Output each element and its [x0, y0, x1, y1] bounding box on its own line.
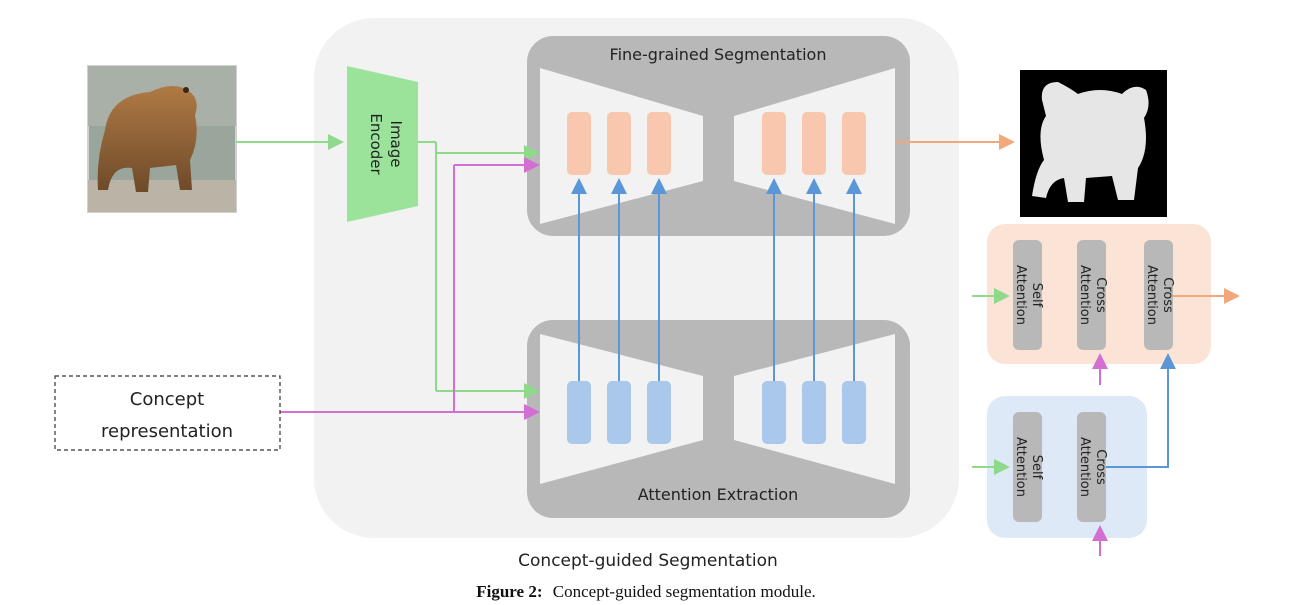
fine-cross-attention-2-line2: Attention — [1144, 265, 1159, 325]
bear-input-image — [87, 65, 237, 213]
image-feature-arrows — [236, 134, 540, 399]
extraction-cross-attention-block — [1077, 412, 1106, 522]
attn-token-5 — [802, 381, 826, 444]
attn-token-2 — [607, 381, 631, 444]
fine-cross-attention-1-line2: Attention — [1077, 265, 1092, 325]
fine-token-1 — [567, 112, 591, 175]
concept-label-line1: Concept — [130, 389, 204, 410]
image-encoder-label-line2: Encoder — [367, 113, 385, 175]
image-encoder-label-line1: Image — [387, 121, 405, 168]
figure-caption: Figure 2: Concept-guided segmentation mo… — [476, 582, 815, 601]
fine-cross-attention-1-line1: Cross — [1093, 277, 1108, 313]
fine-token-6 — [842, 112, 866, 175]
fine-grained-label: Fine-grained Segmentation — [610, 45, 827, 64]
fine-token-2 — [607, 112, 631, 175]
figure-caption-label: Figure 2: — [476, 582, 542, 601]
extraction-cross-attention-line2: Attention — [1077, 437, 1092, 497]
fine-cross-attention-2-line1: Cross — [1160, 277, 1175, 313]
extraction-self-attention-line2: Attention — [1013, 437, 1028, 497]
fine-self-attention-line2: Attention — [1013, 265, 1028, 325]
cross-attention-link-arrow — [1106, 353, 1176, 468]
attention-extraction-label: Attention Extraction — [638, 485, 799, 504]
extraction-self-attention-block — [1013, 412, 1042, 522]
figure-caption-text: Concept-guided segmentation module. — [553, 582, 816, 601]
extraction-cross-attention-line1: Cross — [1093, 449, 1108, 485]
fine-token-4 — [762, 112, 786, 175]
fine-token-3 — [647, 112, 671, 175]
output-mask-image — [1020, 70, 1167, 217]
attn-token-4 — [762, 381, 786, 444]
concept-guided-label: Concept-guided Segmentation — [518, 551, 778, 571]
fine-token-5 — [802, 112, 826, 175]
fine-self-attention-line1: Self — [1029, 283, 1044, 308]
fine-self-attention-block — [1013, 240, 1042, 350]
image-encoder-block — [347, 66, 418, 222]
concept-arrows — [280, 157, 540, 420]
fine-cross-attention-block-1 — [1077, 240, 1106, 350]
attention-to-fine-arrows — [571, 178, 862, 381]
fine-cross-attention-block-2 — [1144, 240, 1173, 350]
attn-token-1 — [567, 381, 591, 444]
extraction-self-attention-line1: Self — [1029, 455, 1044, 480]
attn-token-3 — [647, 381, 671, 444]
attn-token-6 — [842, 381, 866, 444]
concept-representation-box — [54, 375, 281, 451]
concept-label-line2: representation — [101, 421, 233, 442]
